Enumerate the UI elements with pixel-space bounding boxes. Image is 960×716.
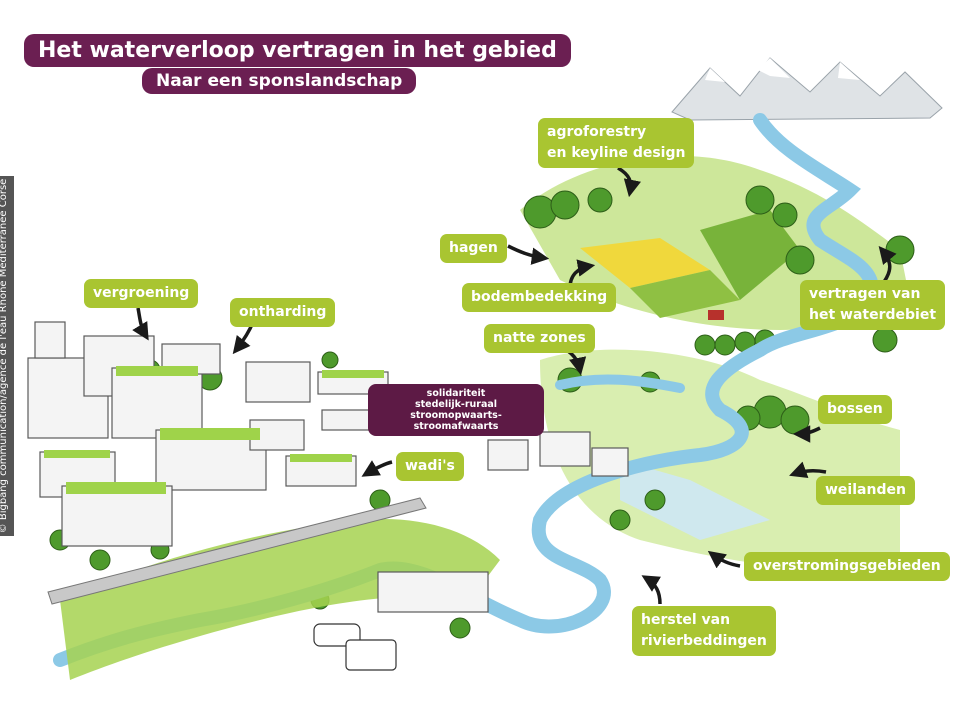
label-vertragen: vertragen van het waterdebiet bbox=[800, 280, 946, 330]
label-overstromingsgebieden: overstromingsgebieden bbox=[744, 552, 950, 581]
urban-park bbox=[47, 497, 500, 680]
page-subtitle: Naar een sponslandschap bbox=[142, 68, 417, 94]
label-ontharding: ontharding bbox=[230, 298, 336, 327]
solidarity-line1: solidariteit bbox=[426, 388, 486, 399]
label-vertragen-line1: vertragen van bbox=[809, 286, 921, 302]
label-vergroening: vergroening bbox=[84, 279, 199, 308]
solidarity-box: solidariteit stedelijk-ruraal stroomopwa… bbox=[368, 384, 544, 436]
label-natte-zones: natte zones bbox=[484, 324, 595, 353]
label-weilanden: weilanden bbox=[816, 476, 915, 505]
solidarity-line3: stroomopwaarts-stroomafwaarts bbox=[410, 410, 502, 432]
green-roofs bbox=[44, 366, 384, 494]
label-agroforestry: agroforestry en keyline design bbox=[538, 118, 695, 168]
label-agroforestry-line1: agroforestry bbox=[547, 124, 647, 140]
label-herstel-line1: herstel van bbox=[641, 612, 731, 628]
label-herstel: herstel van rivierbeddingen bbox=[632, 606, 776, 656]
label-agroforestry-line2: en keyline design bbox=[547, 145, 686, 161]
trees bbox=[49, 185, 915, 639]
label-herstel-line2: rivierbeddingen bbox=[641, 633, 767, 649]
vehicles bbox=[313, 623, 397, 671]
credit-text: © Bigbang communication/agence de l'eau … bbox=[0, 176, 14, 536]
label-hagen: hagen bbox=[440, 234, 507, 263]
label-bossen: bossen bbox=[818, 395, 892, 424]
label-vertragen-line2: het waterdebiet bbox=[809, 307, 937, 323]
label-bodembedekking: bodembedekking bbox=[462, 283, 617, 312]
label-wadis: wadi's bbox=[396, 452, 464, 481]
farm-fields bbox=[580, 210, 800, 320]
solidarity-line2: stedelijk-ruraal bbox=[414, 399, 498, 410]
page-title: Het waterverloop vertragen in het gebied bbox=[24, 34, 571, 67]
credit-strip: © Bigbang communication/agence de l'eau … bbox=[0, 0, 14, 536]
mountains bbox=[671, 57, 943, 121]
